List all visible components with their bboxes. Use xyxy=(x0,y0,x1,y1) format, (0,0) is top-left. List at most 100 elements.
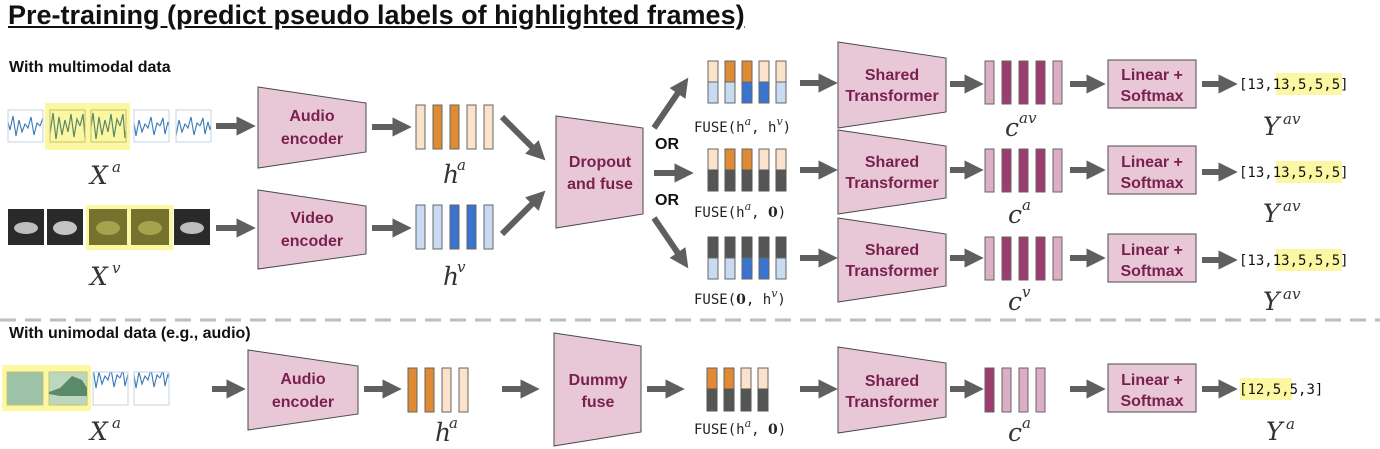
feature-cell xyxy=(707,81,719,104)
feature-bar xyxy=(441,367,452,413)
audio-frame xyxy=(6,371,44,406)
diagram-title: Pre-training (predict pseudo labels of h… xyxy=(8,0,745,30)
label-highlight xyxy=(1276,73,1342,95)
var-X: X xyxy=(88,262,109,291)
var-c: c xyxy=(1008,287,1022,316)
audio-frame xyxy=(133,371,170,406)
feature-cell xyxy=(724,148,736,171)
linear-label-2: Softmax xyxy=(1120,175,1183,192)
dropout-fuse-module: Dropout and fuse xyxy=(555,115,644,229)
linear-softmax-2: Linear + Softmax xyxy=(1107,145,1197,195)
feature-cell xyxy=(758,257,770,280)
feature-cell xyxy=(758,169,770,192)
variable-Y-av: Y av xyxy=(1263,197,1301,228)
feature-cell xyxy=(706,388,718,412)
feature-cell xyxy=(723,367,735,390)
label-sequence: [13,13,5,5,5] xyxy=(1239,165,1349,181)
video-encoder-label-1: Video xyxy=(290,210,334,227)
section-label-multimodal: With multimodal data xyxy=(9,59,171,76)
linear-softmax-3: Linear + Softmax xyxy=(1107,233,1197,283)
shared-transformer-1: Shared Transformer xyxy=(837,41,947,129)
feature-bar xyxy=(432,104,443,150)
variable-Y-av: Y av xyxy=(1263,110,1301,141)
feature-cell xyxy=(724,257,736,280)
feature-cell xyxy=(741,148,753,171)
feature-bar xyxy=(424,367,435,413)
feature-bar xyxy=(483,204,494,250)
variable-h-audio: h a xyxy=(443,156,466,189)
feature-cell xyxy=(724,236,736,259)
feature-cell xyxy=(740,367,752,390)
feature-cell xyxy=(775,236,787,259)
dropout-fuse-label-1: Dropout xyxy=(569,154,632,171)
feature-bar xyxy=(1001,60,1012,105)
sup-v: v xyxy=(1022,283,1031,301)
linear-label-2: Softmax xyxy=(1120,88,1183,105)
feature-bar xyxy=(1052,60,1063,105)
arrow xyxy=(499,190,546,237)
lip-shape xyxy=(138,221,162,235)
audio-encoder: Audio encoder xyxy=(257,86,367,169)
var-h: h xyxy=(435,418,451,447)
fuse-label-a0: FUSE(ha, 0) xyxy=(694,200,786,221)
feature-bar xyxy=(1018,148,1029,193)
audio-frames xyxy=(7,103,212,150)
sup-a: a xyxy=(1286,415,1295,433)
feature-bar xyxy=(1001,236,1012,281)
audio-wave xyxy=(49,376,87,396)
lip-shape xyxy=(53,221,77,235)
feature-bar xyxy=(449,104,460,150)
variable-c-v: c v xyxy=(1008,283,1031,316)
feature-cell xyxy=(758,236,770,259)
lip-shape xyxy=(180,222,204,234)
feature-bar xyxy=(1001,367,1012,413)
var-Y: Y xyxy=(1263,112,1282,141)
label-sequence: [13,13,5,5,5] xyxy=(1239,77,1349,93)
linear-label-1: Linear + xyxy=(1121,154,1183,171)
sup-a: a xyxy=(1022,196,1031,214)
shared-transformer-2: Shared Transformer xyxy=(837,129,947,215)
video-frames xyxy=(8,205,210,250)
video-encoder: Video encoder xyxy=(257,189,367,270)
feature-bar xyxy=(984,236,995,281)
feature-cell xyxy=(707,60,719,83)
feature-cell xyxy=(741,257,753,280)
unimodal-context-features xyxy=(984,367,1046,413)
feature-bar xyxy=(415,204,426,250)
label-highlight xyxy=(1240,378,1292,400)
lip-shape xyxy=(96,221,120,235)
feature-bar xyxy=(984,60,995,105)
variable-h-unimodal: h a xyxy=(435,414,458,447)
feature-cell xyxy=(758,81,770,104)
feature-cell xyxy=(740,388,752,412)
sup-av: av xyxy=(1283,110,1301,128)
linear-softmax-1: Linear + Softmax xyxy=(1107,59,1197,109)
sup-v: v xyxy=(457,258,466,276)
feature-cell xyxy=(724,81,736,104)
linear-label-1: Linear + xyxy=(1121,67,1183,84)
feature-cell xyxy=(741,60,753,83)
audio-encoder-label-2: encoder xyxy=(272,394,334,411)
feature-bar xyxy=(1018,60,1029,105)
shared-label-1: Shared xyxy=(865,67,919,84)
audio-frame xyxy=(175,109,212,143)
sup-a: a xyxy=(449,414,458,432)
feature-bar xyxy=(466,104,477,150)
feature-cell xyxy=(775,257,787,280)
sup-v: v xyxy=(112,259,121,277)
sup-av: av xyxy=(1019,109,1037,127)
var-h: h xyxy=(443,160,459,189)
feature-cell xyxy=(757,367,769,390)
feature-cell xyxy=(706,367,718,390)
var-X: X xyxy=(88,161,109,190)
audio-features xyxy=(415,104,494,150)
variable-Y-a: Y a xyxy=(1266,415,1295,446)
audio-encoder-label-2: encoder xyxy=(281,131,343,148)
feature-bar xyxy=(984,367,995,413)
fuse-label-av: FUSE(ha, hv) xyxy=(694,115,791,136)
fuse-label-unimodal: FUSE(ha, 0) xyxy=(694,417,786,438)
feature-cell xyxy=(775,169,787,192)
feature-bar xyxy=(1035,60,1046,105)
section-label-unimodal: With unimodal data (e.g., audio) xyxy=(9,325,251,342)
video-features xyxy=(415,204,494,250)
